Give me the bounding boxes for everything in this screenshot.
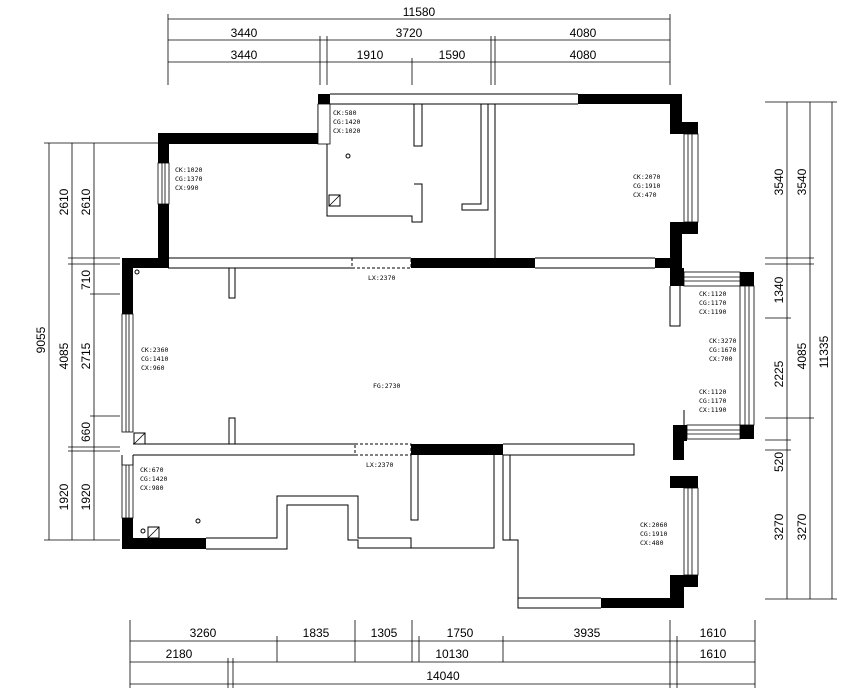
dim-top-6: 1590 xyxy=(439,48,466,62)
window-right-bottom xyxy=(683,487,699,576)
beam-upper xyxy=(351,257,412,269)
ann-right-top-cg: CG:1910 xyxy=(633,182,660,190)
drain-circle-1 xyxy=(345,153,351,159)
dim-left-total: 9055 xyxy=(34,326,48,353)
dim-left-8: 1920 xyxy=(79,483,93,510)
ann-left-mid-ck: CK:2360 xyxy=(141,346,168,354)
dim-right-4: 520 xyxy=(772,452,786,472)
bottom-dimension-labels: 3260 1835 1305 1750 3935 1610 2180 10130… xyxy=(166,626,727,683)
dim-bottom-7: 2180 xyxy=(166,647,193,661)
drain-circle-4 xyxy=(195,518,201,524)
ann-beam-lower: LX:2370 xyxy=(366,461,393,469)
window-annotations: CK:580 CG:1420 CX:1020 CK:1020 CG:1370 C… xyxy=(140,109,736,547)
dimension-lines xyxy=(44,14,837,688)
dim-bottom-9: 1610 xyxy=(700,647,727,661)
dim-top-2: 3720 xyxy=(396,26,423,40)
right-dimension-labels: 3540 1340 2225 520 3270 3540 4085 3270 1… xyxy=(772,168,831,540)
window-left-top xyxy=(157,162,170,205)
dim-top-4: 3440 xyxy=(231,48,258,62)
ann-right-top-ck: CK:2070 xyxy=(633,173,660,181)
dim-right-total: 11335 xyxy=(817,335,831,368)
ann-right-bottom-cx: CX:480 xyxy=(640,539,664,547)
ann-bay-upper-cx: CX:1190 xyxy=(699,308,726,316)
ann-bay-mid-cg: CG:1670 xyxy=(709,346,736,354)
dim-right-5: 3270 xyxy=(772,513,786,540)
ann-bay-lower-ck: CK:1120 xyxy=(699,388,726,396)
ann-bay-lower-cx: CX:1190 xyxy=(699,406,726,414)
ann-top-small-ck: CK:580 xyxy=(333,109,357,117)
dim-left-7: 660 xyxy=(79,422,93,442)
ann-left-top-cg: CG:1370 xyxy=(175,175,202,183)
shaft-square-left xyxy=(133,432,146,445)
bay-window-bottom xyxy=(686,424,741,440)
dim-left-1: 2610 xyxy=(57,188,71,215)
dim-bottom-3: 1305 xyxy=(371,626,398,640)
dim-left-6: 2715 xyxy=(79,342,93,369)
dim-top-5: 1910 xyxy=(357,48,384,62)
bay-window-side xyxy=(739,285,755,426)
ann-left-bottom-cg: CG:1420 xyxy=(140,475,167,483)
ann-ceiling-height: FG:2730 xyxy=(373,382,400,390)
ann-left-top-ck: CK:1020 xyxy=(175,166,202,174)
ann-right-bottom-ck: CK:2060 xyxy=(640,521,667,529)
windows xyxy=(121,103,755,576)
dim-bottom-5: 3935 xyxy=(574,626,601,640)
dim-bottom-1: 3260 xyxy=(190,626,217,640)
dim-right-6: 3540 xyxy=(795,168,809,195)
ann-bay-mid-ck: CK:3270 xyxy=(709,337,736,345)
dim-top-total: 11580 xyxy=(403,5,436,19)
bay-window-top xyxy=(683,271,741,287)
ann-bay-upper-ck: CK:1120 xyxy=(699,290,726,298)
walls xyxy=(121,93,754,609)
ann-left-bottom-ck: CK:670 xyxy=(140,466,164,474)
window-top-small xyxy=(317,103,331,145)
dim-bottom-6: 1610 xyxy=(700,626,727,640)
fixtures xyxy=(133,153,351,539)
dim-left-3: 1920 xyxy=(57,483,71,510)
dim-right-1: 3540 xyxy=(772,168,786,195)
dim-bottom-4: 1750 xyxy=(447,626,474,640)
dim-bottom-2: 1835 xyxy=(303,626,330,640)
ann-beam-upper: LX:2370 xyxy=(368,274,395,282)
ann-right-top-cx: CX:470 xyxy=(633,191,657,199)
dim-top-7: 4080 xyxy=(570,48,597,62)
shaft-square-top xyxy=(328,194,341,207)
ann-bay-mid-cx: CX:700 xyxy=(709,355,733,363)
dim-right-7: 4085 xyxy=(795,342,809,369)
dim-top-1: 3440 xyxy=(231,26,258,40)
drain-circle-3 xyxy=(140,528,146,534)
top-dimension-labels: 11580 3440 3720 4080 3440 1910 1590 4080 xyxy=(231,5,597,62)
ann-bay-lower-cg: CG:1170 xyxy=(699,397,726,405)
ann-top-small-cx: CX:1020 xyxy=(333,127,360,135)
left-dimension-labels: 9055 2610 4085 1920 2610 710 2715 660 19… xyxy=(34,188,93,510)
dim-left-4: 2610 xyxy=(79,188,93,215)
beams xyxy=(351,257,412,456)
beam-lower xyxy=(354,443,412,456)
shaft-square-bottom xyxy=(147,526,160,539)
dim-left-2: 4085 xyxy=(57,342,71,369)
dim-bottom-8: 10130 xyxy=(435,647,469,661)
dim-right-2: 1340 xyxy=(772,276,786,303)
ann-left-mid-cx: CX:960 xyxy=(141,364,165,372)
ann-top-small-cg: CG:1420 xyxy=(333,118,360,126)
window-right-top xyxy=(683,133,699,223)
ann-left-top-cx: CX:990 xyxy=(175,184,199,192)
window-left-bottom xyxy=(121,464,134,519)
dim-right-8: 3270 xyxy=(795,513,809,540)
ann-bay-upper-cg: CG:1170 xyxy=(699,299,726,307)
dim-right-3: 2225 xyxy=(772,360,786,387)
dim-bottom-total: 14040 xyxy=(426,669,460,683)
dim-top-3: 4080 xyxy=(570,26,597,40)
ann-right-bottom-cg: CG:1910 xyxy=(640,530,667,538)
ann-left-bottom-cx: CX:980 xyxy=(140,484,164,492)
window-left-middle xyxy=(121,313,134,433)
dim-left-5: 710 xyxy=(79,270,93,290)
drain-circle-2 xyxy=(134,269,140,275)
ann-left-mid-cg: CG:1410 xyxy=(141,355,168,363)
